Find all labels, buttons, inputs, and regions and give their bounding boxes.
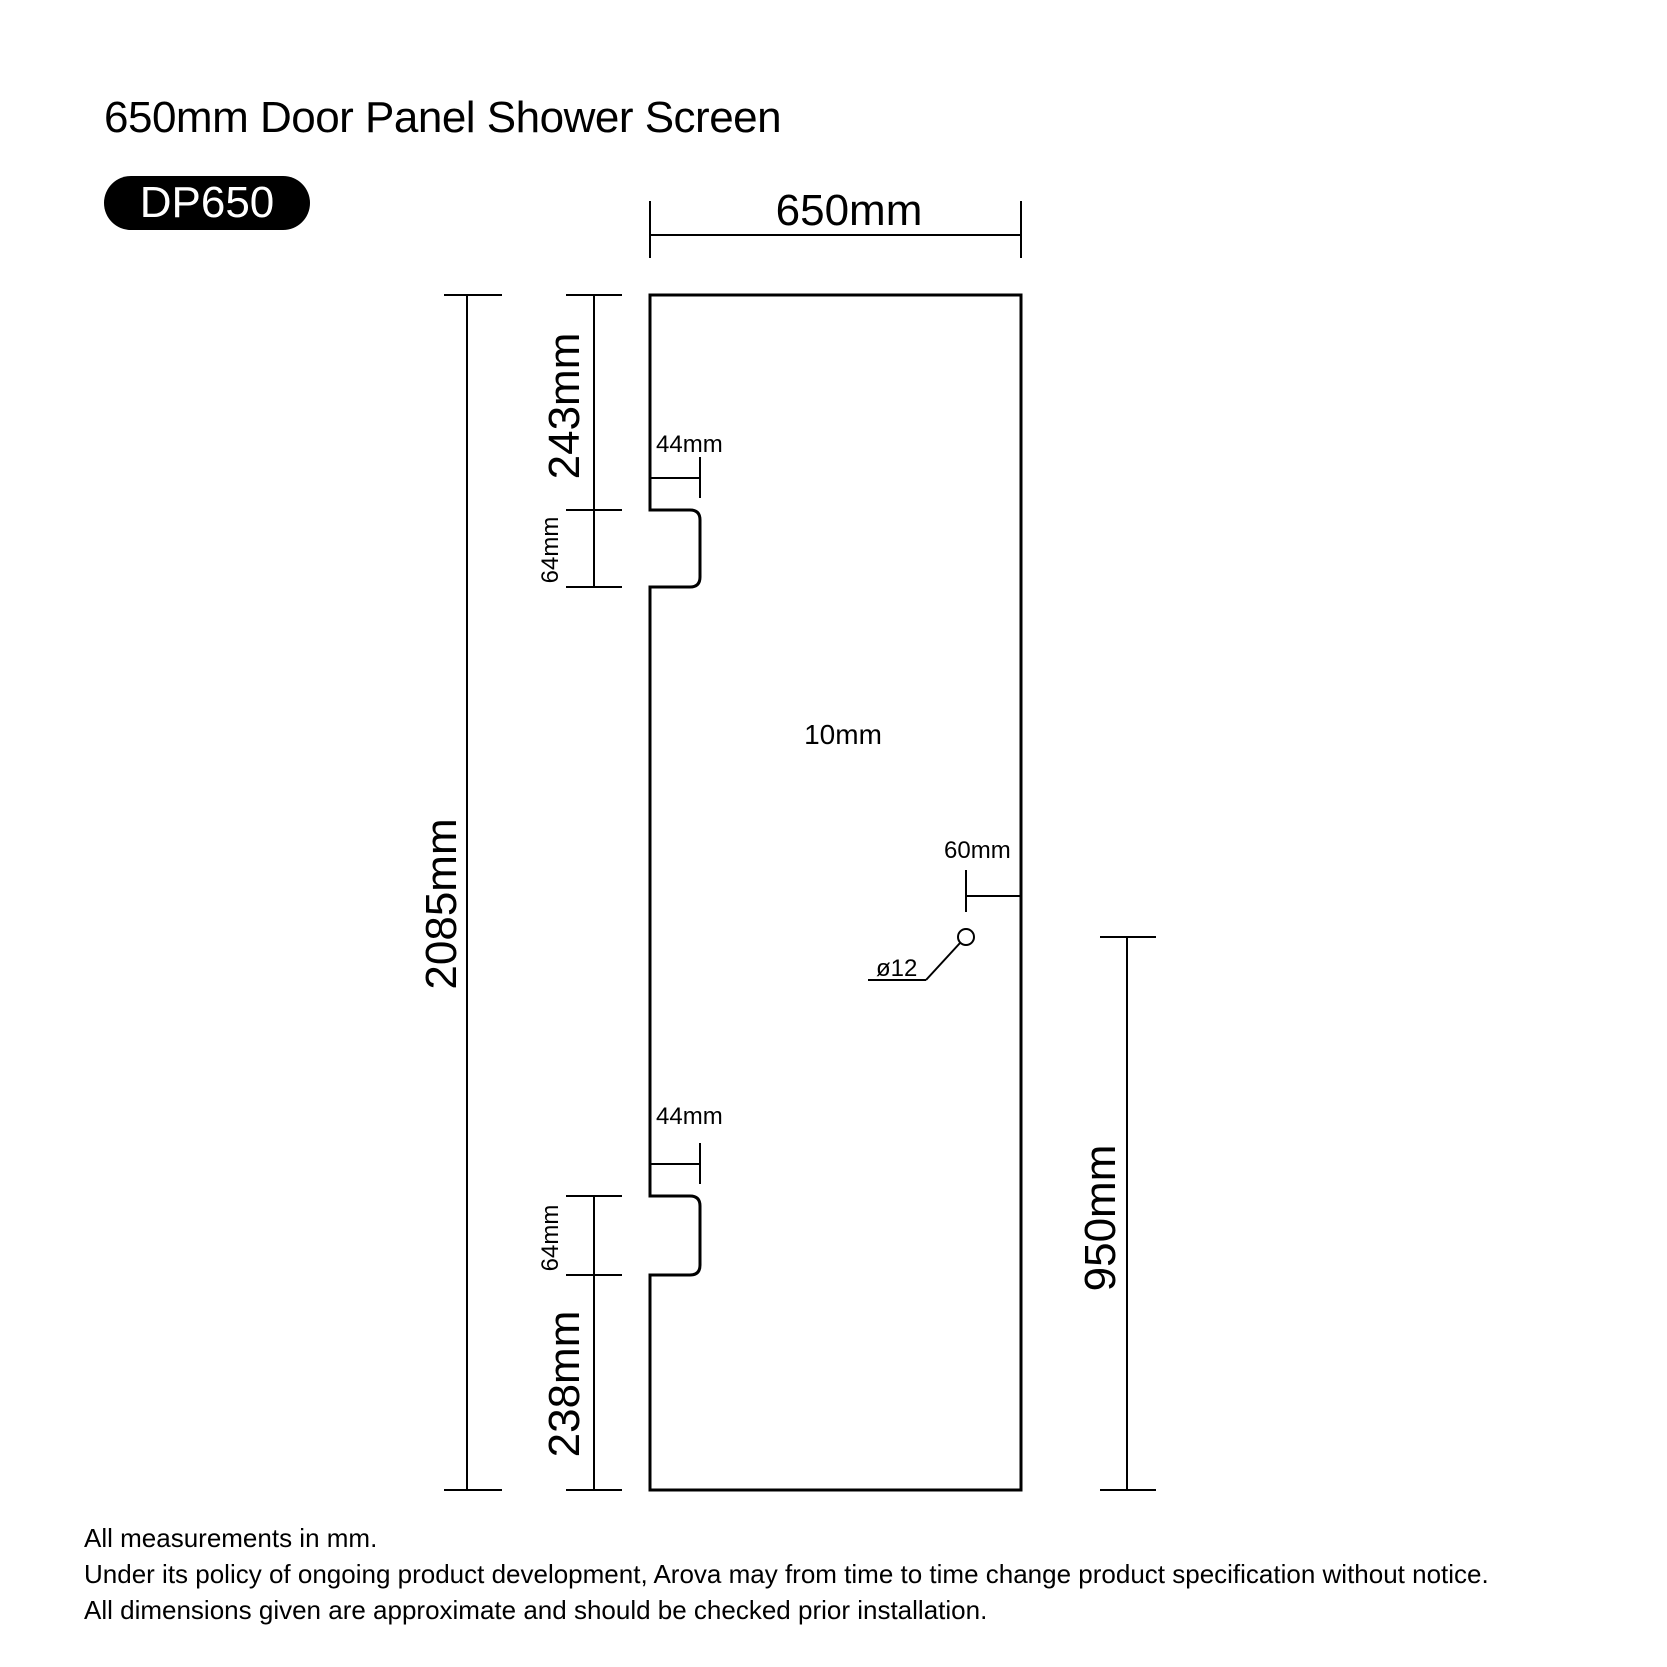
hole-circle bbox=[957, 928, 975, 946]
height-dimension: 2085mm bbox=[417, 294, 502, 1491]
hole-height-dimension: 950mm bbox=[1076, 936, 1156, 1491]
panel-outline bbox=[648, 293, 1023, 1492]
note-line-3: All dimensions given are approximate and… bbox=[84, 1595, 988, 1625]
hole-height-label: 950mm bbox=[1076, 1145, 1125, 1292]
width-dimension: 650mm bbox=[649, 186, 1022, 258]
handle-hole: 60mm ø12 bbox=[868, 837, 1021, 982]
note-line-2: Under its policy of ongoing product deve… bbox=[84, 1559, 1489, 1589]
hole-diameter-label: ø12 bbox=[876, 955, 917, 982]
cutout-top-height-label: 64mm bbox=[537, 517, 564, 584]
cutout-depth-dimensions: 44mm 44mm bbox=[650, 431, 723, 1184]
cutout-depth-top-label: 44mm bbox=[656, 431, 723, 458]
thickness-label: 10mm bbox=[804, 719, 882, 750]
model-badge: DP650 bbox=[104, 176, 310, 230]
disclaimer-notes: All measurements in mm. Under its policy… bbox=[84, 1520, 1489, 1628]
page-title: 650mm Door Panel Shower Screen bbox=[104, 93, 782, 142]
hole-edge-offset-label: 60mm bbox=[944, 837, 1011, 864]
cutout-depth-bottom-label: 44mm bbox=[656, 1103, 723, 1130]
width-label: 650mm bbox=[776, 186, 923, 235]
top-offset-label: 243mm bbox=[540, 333, 589, 480]
bottom-offset-label: 238mm bbox=[540, 1311, 589, 1458]
cutout-bottom-height-label: 64mm bbox=[537, 1205, 564, 1272]
height-label: 2085mm bbox=[417, 818, 466, 989]
note-line-1: All measurements in mm. bbox=[84, 1523, 378, 1553]
cutout-position-dimensions: 243mm 64mm 64mm 238mm bbox=[537, 294, 622, 1491]
